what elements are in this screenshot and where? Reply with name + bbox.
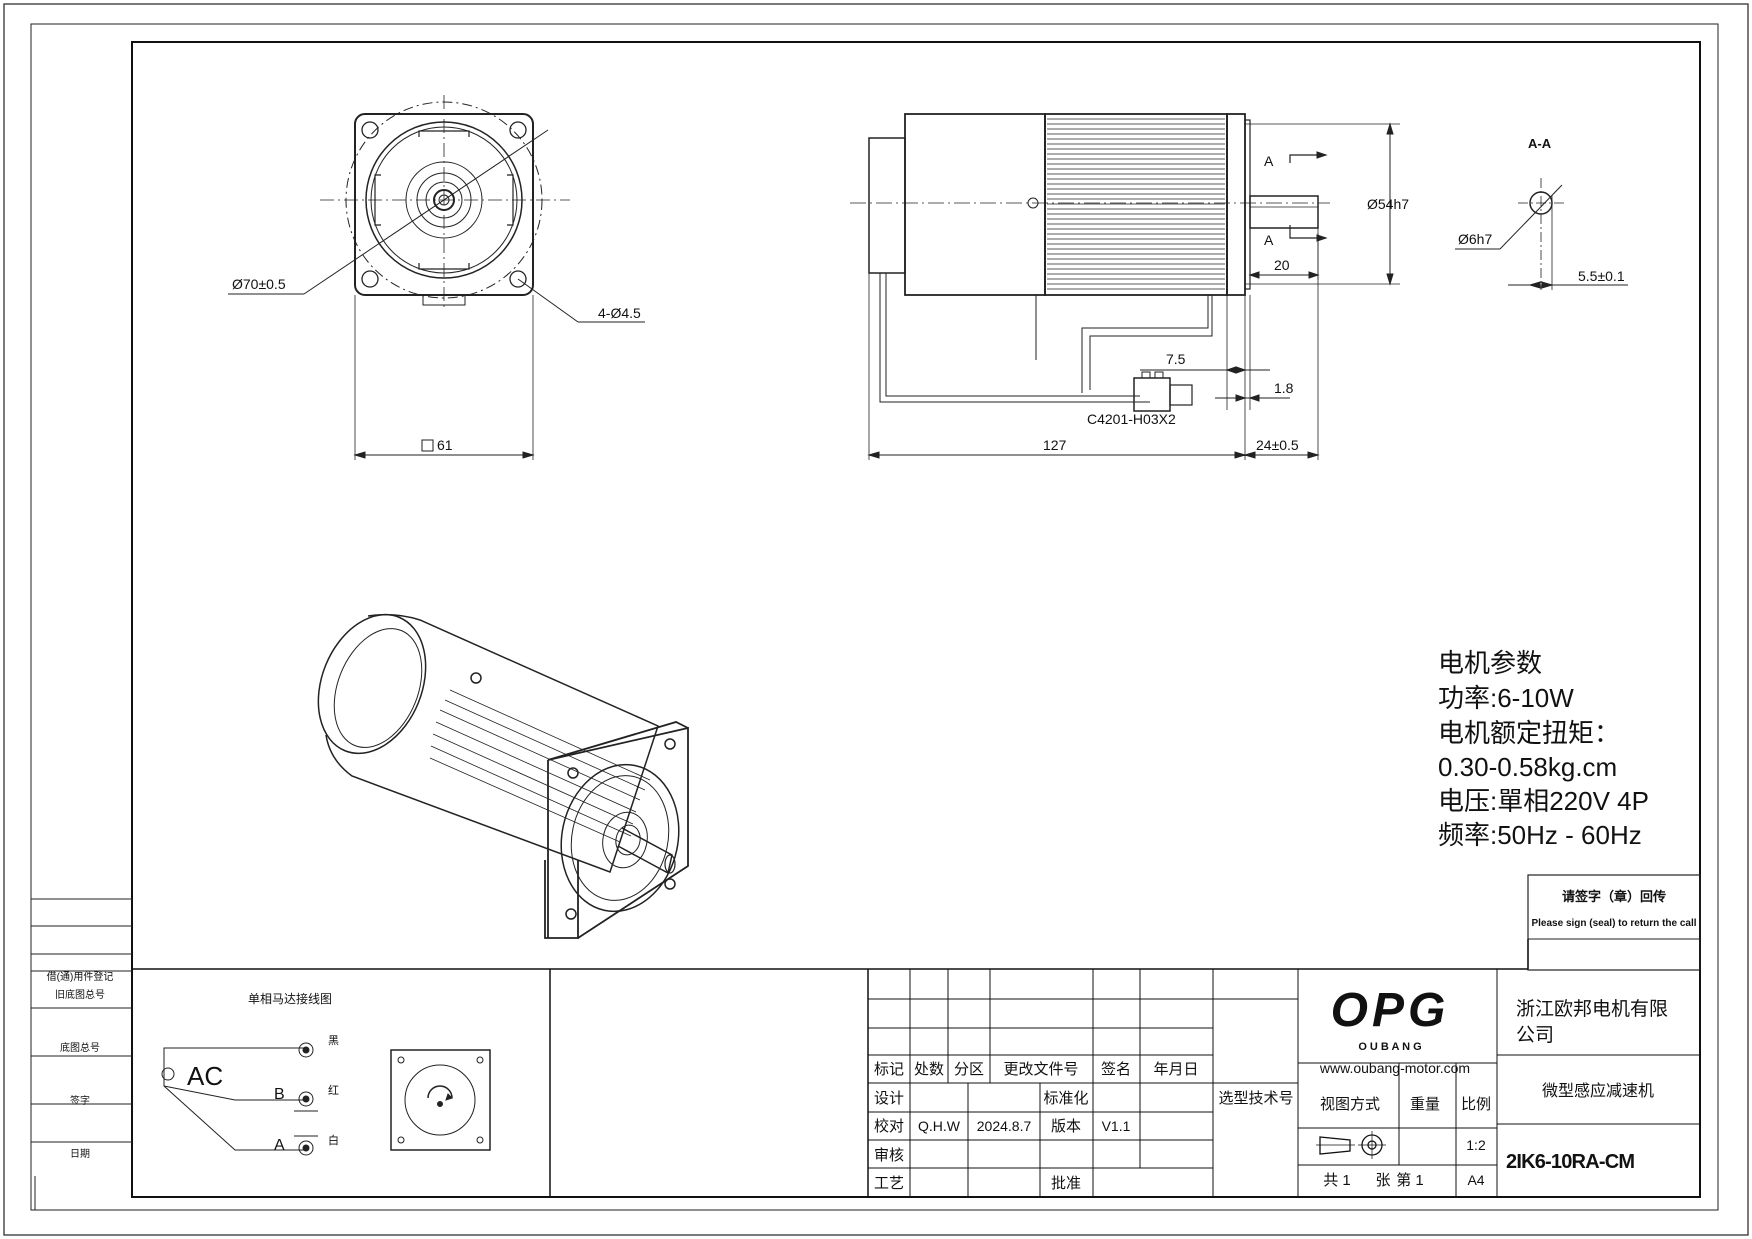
wiring-title: 单相马达接线图 — [248, 991, 332, 1006]
outer-frame — [3, 3, 1749, 1236]
section-mark-top: A — [1264, 153, 1274, 169]
params-power: 功率:6-10W — [1438, 683, 1574, 713]
left-strip-r3: 底图总号 — [60, 1041, 100, 1054]
isometric-motor-view — [317, 613, 689, 939]
tb-h-mark: 标记 — [874, 1061, 904, 1078]
wiring-b: B — [274, 1086, 285, 1103]
tb-check: 校对 — [874, 1118, 904, 1135]
side-dim-1-8: 1.8 — [1274, 380, 1294, 396]
params-torque-value: 0.30-0.58kg.cm — [1438, 752, 1617, 782]
side-length-127: 127 — [1043, 437, 1067, 453]
left-strip-r4: 签字 — [70, 1094, 90, 1107]
front-square-label: 61 — [437, 437, 453, 453]
section-title: A-A — [1528, 136, 1552, 151]
tb-h-doc: 更改文件号 — [1003, 1061, 1078, 1078]
tb-weight: 重量 — [1410, 1096, 1440, 1113]
wiring-ac: AC — [187, 1061, 223, 1091]
section-flat-label: 5.5±0.1 — [1578, 268, 1625, 284]
tb-view-method: 视图方式 — [1320, 1096, 1380, 1113]
tb-approve: 批准 — [1051, 1175, 1081, 1192]
company-website[interactable]: www.oubang-motor.com — [1319, 1060, 1470, 1076]
wiring-red: 红 — [328, 1084, 339, 1097]
tb-standard: 标准化 — [1043, 1090, 1088, 1107]
tb-selection: 选型技术号 — [1218, 1090, 1293, 1107]
params-frequency: 频率:50Hz - 60Hz — [1438, 820, 1642, 850]
tb-process: 工艺 — [874, 1175, 904, 1192]
front-diameter-label: Ø70±0.5 — [232, 276, 286, 292]
tb-h-count: 处数 — [914, 1061, 944, 1078]
tb-version-label: 版本 — [1051, 1118, 1081, 1135]
tb-check-date: 2024.8.7 — [977, 1118, 1032, 1134]
tb-version: V1.1 — [1102, 1118, 1131, 1134]
tb-ratio-label: 比例 — [1461, 1096, 1491, 1113]
trim-frame — [30, 23, 1719, 1211]
wiring-a: A — [274, 1137, 285, 1154]
tb-sheet-word: 张 — [1375, 1172, 1390, 1189]
title-block — [868, 969, 1700, 1197]
seal-box-cn: 请签字（章）回传 — [1562, 889, 1666, 904]
seal-box — [1527, 874, 1701, 971]
side-dim-7-5: 7.5 — [1166, 351, 1186, 367]
params-title: 电机参数 — [1438, 648, 1542, 678]
side-view — [850, 113, 1400, 460]
section-mark-bottom: A — [1264, 232, 1274, 248]
tb-review: 审核 — [874, 1147, 904, 1164]
wiring-white: 白 — [328, 1133, 339, 1147]
left-strip — [31, 898, 132, 1143]
motor-parameters: 电机参数 功率:6-10W 电机额定扭矩： 0.30-0.58kg.cm 电压:… — [1438, 648, 1649, 850]
side-diameter-label: Ø54h7 — [1367, 196, 1409, 212]
company-logo-sub: O U B A N G — [1358, 1041, 1421, 1053]
side-length-24: 24±0.5 — [1256, 437, 1299, 453]
tb-paper: A4 — [1467, 1172, 1484, 1188]
left-strip-r5: 日期 — [70, 1148, 90, 1160]
left-strip-r2: 旧底图总号 — [55, 988, 105, 1001]
projection-symbol — [1316, 1131, 1386, 1159]
params-voltage: 电压:單相220V 4P — [1438, 786, 1649, 816]
company-name-l1: 浙江欧邦电机有限 — [1516, 998, 1668, 1020]
section-view — [1455, 178, 1628, 290]
company-name-l2: 公司 — [1516, 1025, 1554, 1046]
front-holes-label: 4-Ø4.5 — [598, 305, 641, 321]
product-name: 微型感应减速机 — [1542, 1081, 1654, 1100]
wiring-black: 黑 — [328, 1034, 339, 1047]
tb-h-date: 年月日 — [1153, 1061, 1198, 1078]
side-length-20: 20 — [1274, 257, 1290, 273]
front-view — [228, 95, 645, 460]
seal-box-en: Please sign (seal) to return the call — [1531, 918, 1696, 929]
tb-sheet-no: 第 1 — [1396, 1171, 1424, 1189]
drawing-frame — [131, 41, 1701, 1198]
left-strip-r1: 借(通)用件登记 — [47, 970, 114, 983]
tb-h-zone: 分区 — [954, 1061, 984, 1078]
tb-h-sign: 签名 — [1101, 1061, 1131, 1078]
tb-ratio: 1:2 — [1466, 1137, 1486, 1153]
section-shaft-label: Ø6h7 — [1458, 231, 1492, 247]
tb-checker: Q.H.W — [918, 1118, 961, 1134]
wiring-diagram — [161, 1042, 491, 1156]
params-torque-label: 电机额定扭矩： — [1438, 718, 1620, 748]
model-number: 2IK6-10RA-CM — [1506, 1151, 1634, 1173]
company-logo: OPG — [1331, 984, 1450, 1037]
connector-label: C4201-H03X2 — [1087, 411, 1176, 427]
tb-sheets-total: 共 1 — [1323, 1172, 1351, 1189]
tb-design: 设计 — [874, 1090, 904, 1107]
